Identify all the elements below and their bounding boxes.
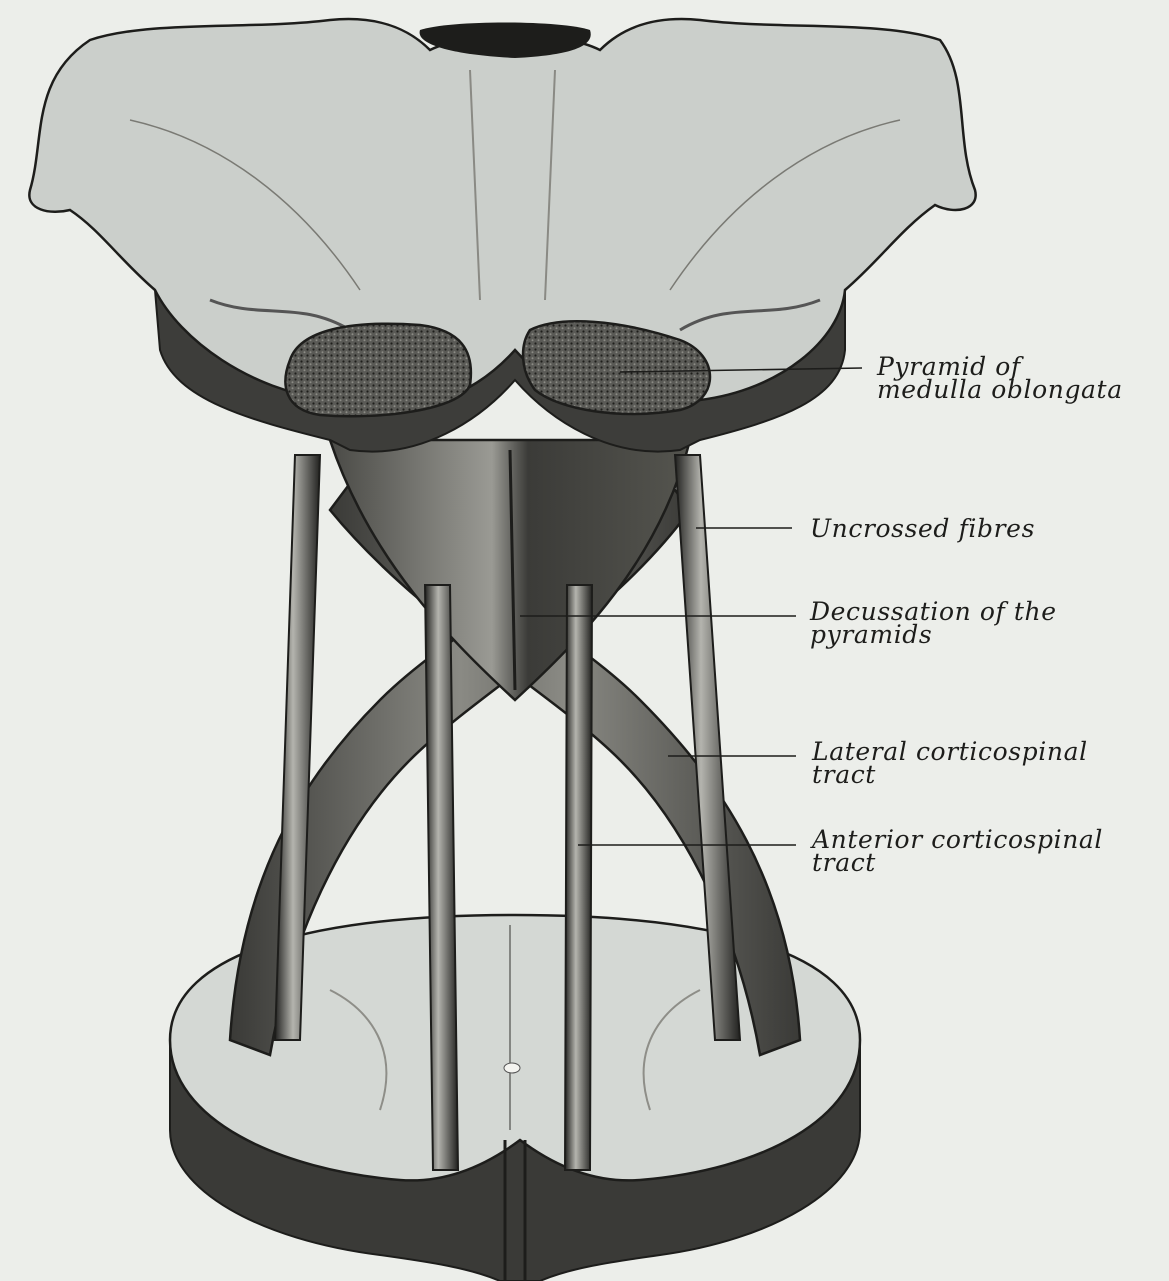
label-decussation-line2: pyramids <box>810 623 1057 646</box>
label-pyramid-of-medulla: Pyramid of medulla oblongata <box>877 355 1123 401</box>
label-uncrossed-line1: Uncrossed fibres <box>810 517 1035 540</box>
left-pyramid-stipple <box>285 324 470 416</box>
label-pyramid-line2: medulla oblongata <box>877 378 1123 401</box>
label-lateral-line2: tract <box>812 763 1088 786</box>
medulla-section <box>29 19 975 452</box>
label-lateral-corticospinal-tract: Lateral corticospinal tract <box>812 740 1088 786</box>
label-anterior-line2: tract <box>812 851 1103 874</box>
label-uncrossed-fibres: Uncrossed fibres <box>810 517 1035 540</box>
label-decussation-of-pyramids: Decussation of the pyramids <box>810 600 1057 646</box>
label-anterior-corticospinal-tract: Anterior corticospinal tract <box>812 828 1103 874</box>
